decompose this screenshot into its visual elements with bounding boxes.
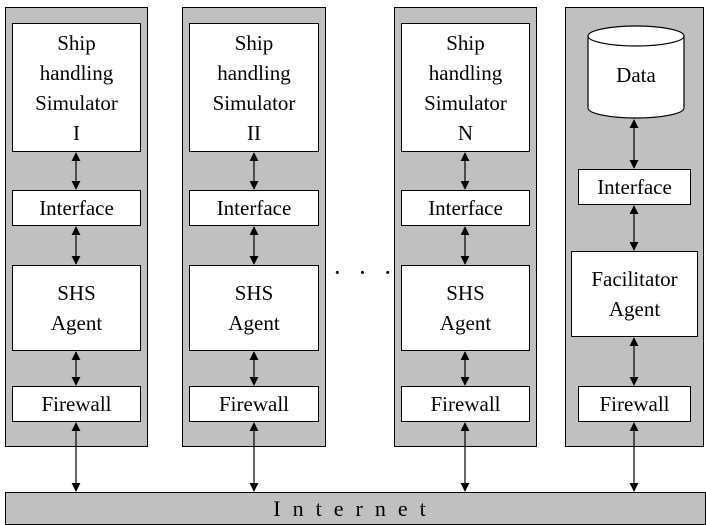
agent-n-line-2: Agent [439,311,492,335]
ship-handling-simulator-n-box: Ship handling Simulator N [401,23,530,152]
firewall-box-facilitator: Firewall [578,386,691,422]
data-label: Data [616,63,656,87]
simulator-1-line-4: I [73,120,80,145]
simulator-2-line-3: Simulator [212,90,296,115]
simulator-n-line-3: Simulator [424,90,507,115]
facilitator-agent-box: Facilitator Agent [571,251,698,337]
interface-box-2: Interface [189,190,319,226]
simulator-2-line-1: Ship [234,30,274,55]
agent-n-line-1: SHS [446,281,485,305]
firewall-2-label: Firewall [219,392,289,416]
database-icon [587,25,685,119]
interface-box-n: Interface [401,190,530,226]
firewall-box-1: Firewall [12,386,141,422]
ellipsis: · · · [333,258,397,287]
facilitator-agent-line-1: Facilitator [591,267,678,291]
interface-box-facilitator: Interface [578,169,691,205]
simulator-1-line-2: handling [39,60,114,85]
shs-agent-box-2: SHS Agent [189,265,319,351]
firewall-box-2: Firewall [189,386,319,422]
interface-2-label: Interface [216,196,292,220]
firewall-facilitator-label: Firewall [599,392,670,416]
simulator-n-line-2: handling [428,60,503,85]
interface-n-label: Interface [428,196,503,220]
simulator-2-line-2: handling [217,60,291,85]
simulator-2-line-4: II [247,120,261,145]
simulator-1-line-3: Simulator [35,90,118,115]
interface-box-1: Interface [12,190,141,226]
internet-label: Internet [273,495,438,521]
shs-agent-box-1: SHS Agent [12,265,141,351]
firewall-1-label: Firewall [41,392,112,416]
ship-handling-simulator-2-box: Ship handling Simulator II [189,23,319,152]
ship-handling-simulator-1-box: Ship handling Simulator I [12,23,141,152]
simulator-n-line-1: Ship [446,30,485,55]
shs-agent-box-n: SHS Agent [401,265,530,351]
simulator-n-line-4: N [457,120,474,145]
firewall-box-n: Firewall [401,386,530,422]
firewall-n-label: Firewall [430,392,501,416]
agent-2-line-1: SHS [234,281,274,305]
agent-1-line-2: Agent [50,311,103,335]
simulator-1-line-1: Ship [57,30,96,55]
internet-bar: Internet [5,492,706,525]
interface-1-label: Interface [39,196,114,220]
agent-1-line-1: SHS [57,281,96,305]
interface-facilitator-label: Interface [597,175,672,199]
agent-2-line-2: Agent [228,311,280,335]
facilitator-agent-line-2: Agent [608,297,661,321]
